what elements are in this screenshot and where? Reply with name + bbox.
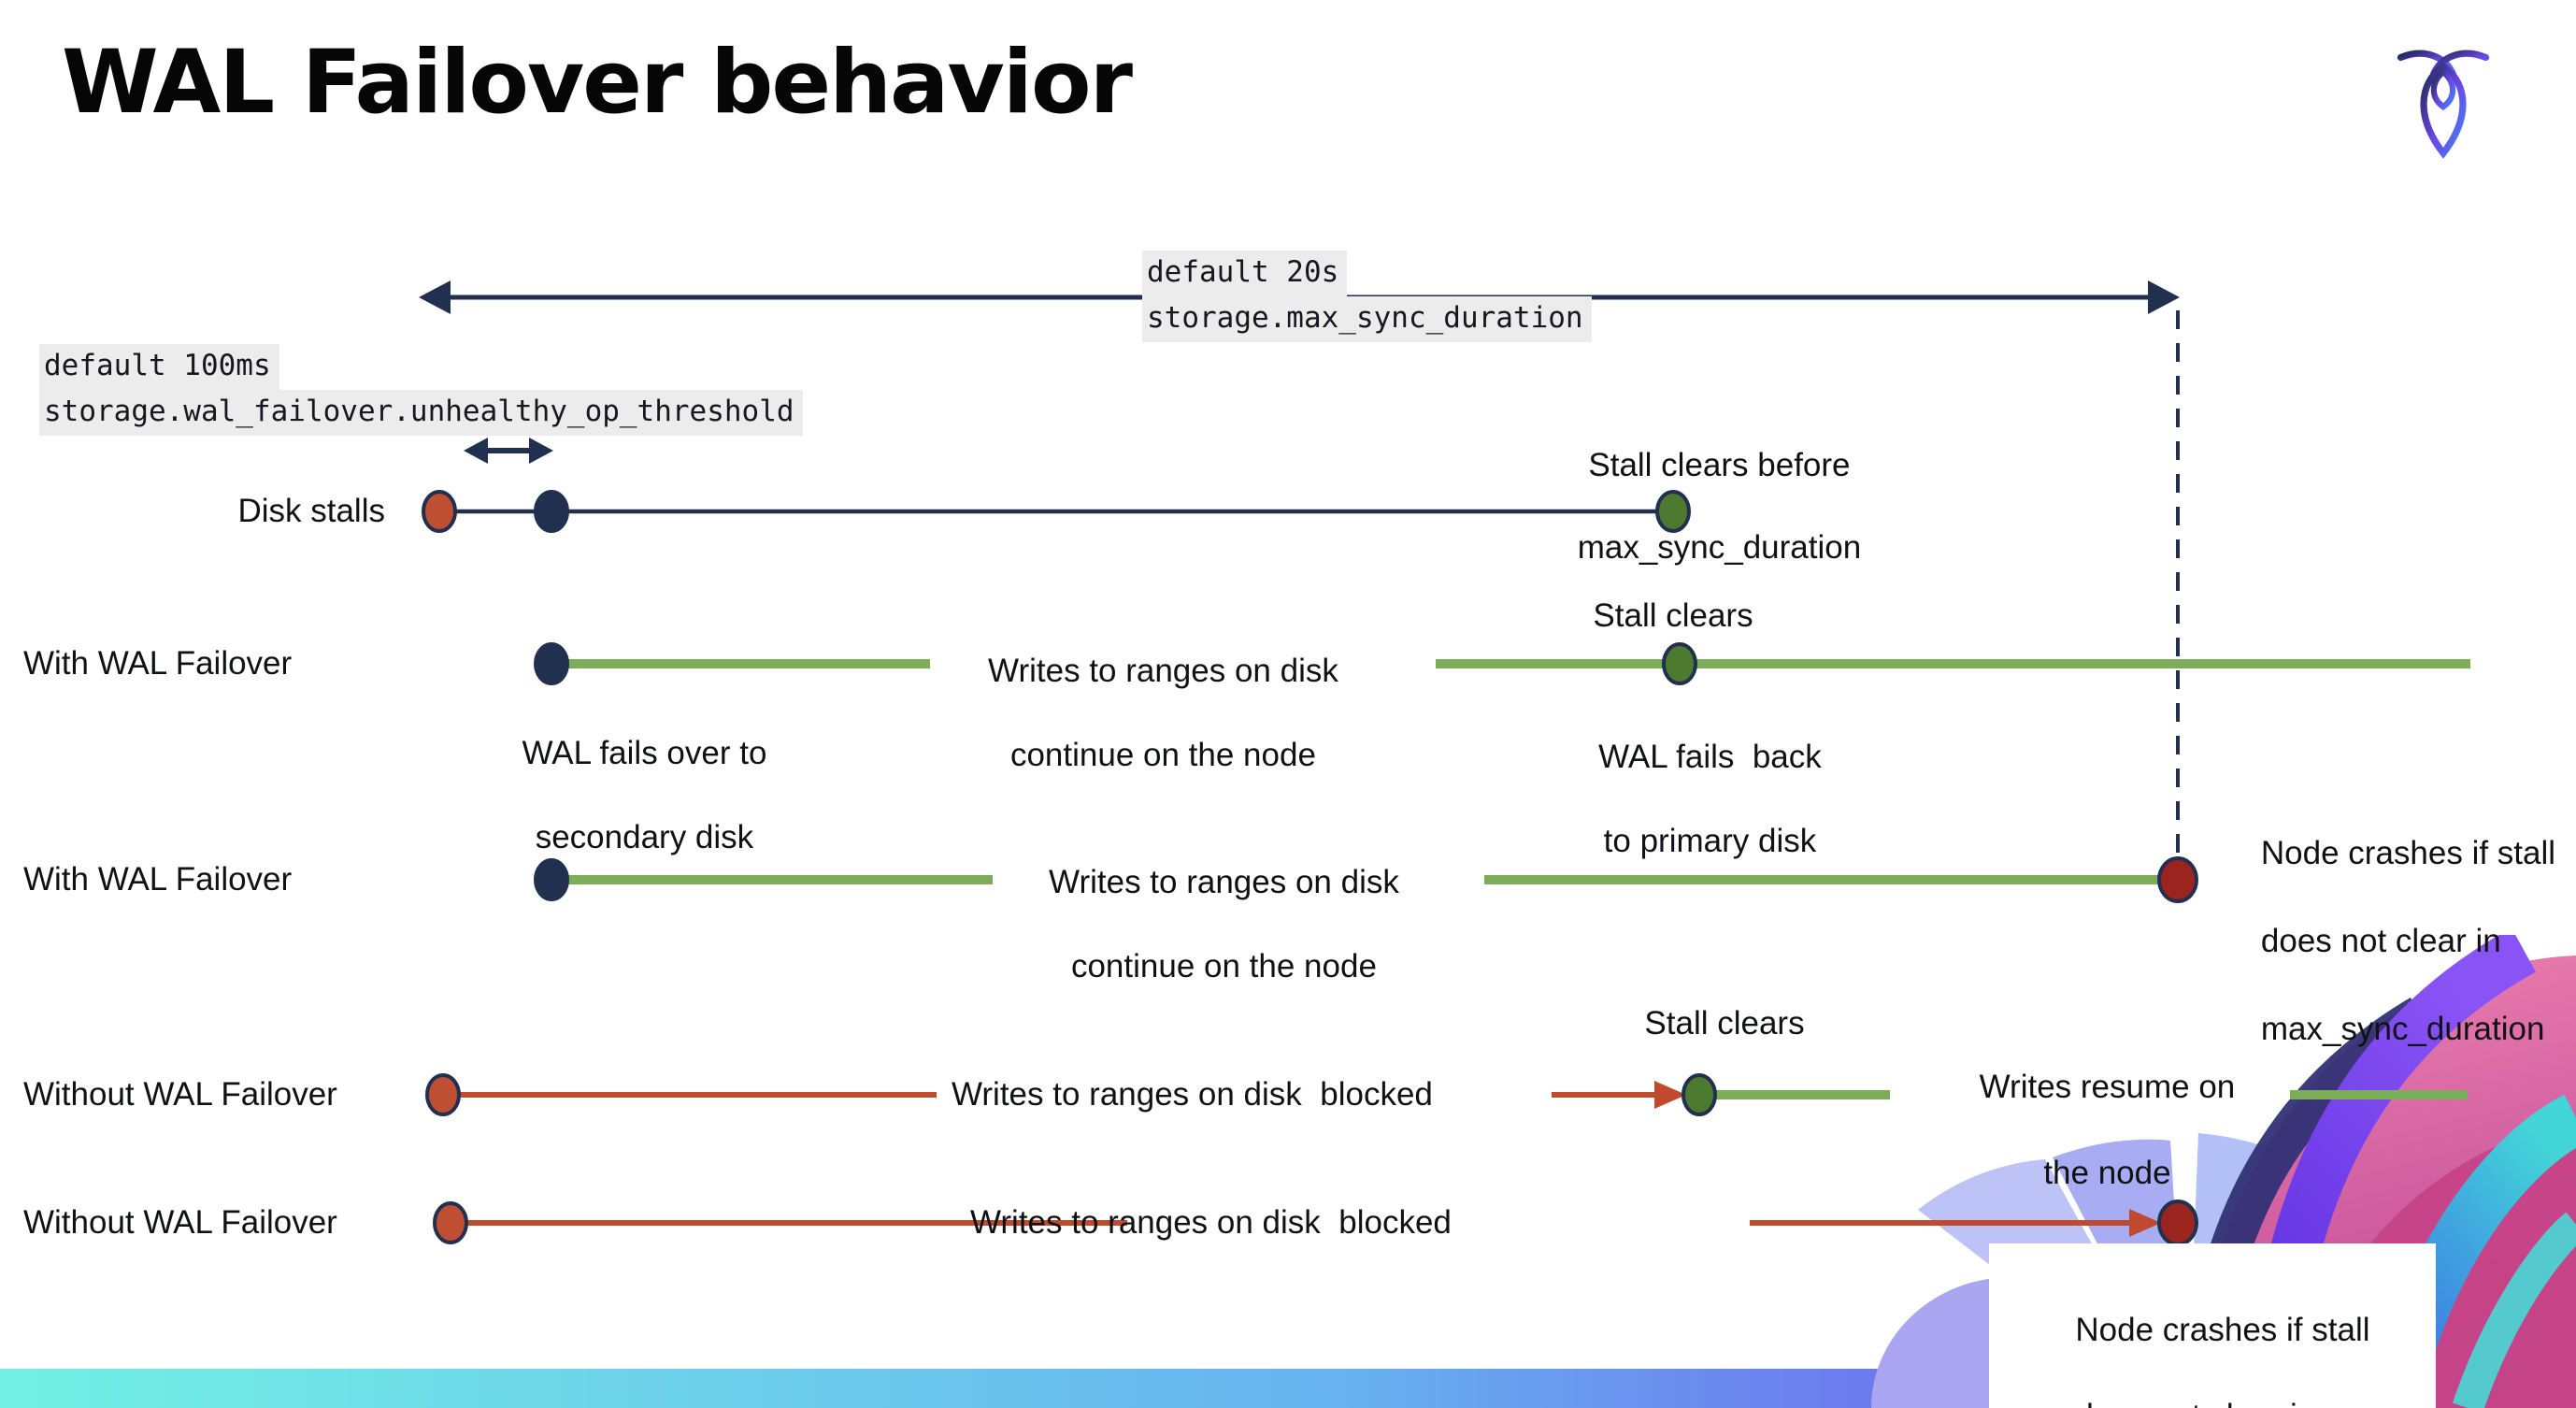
- row-label-disk-stalls: Disk stalls: [237, 493, 385, 529]
- annotation-line: WAL fails back: [1598, 739, 1822, 775]
- unhealthy-default-value: default 100ms: [39, 344, 279, 390]
- annotation-line: max_sync_duration: [1577, 529, 1862, 566]
- unhealthy-op-threshold-arrow: [464, 438, 553, 464]
- timeline-without-wal-failover-1: [425, 1073, 2468, 1116]
- annotation-line: continue on the node: [1009, 737, 1316, 773]
- cockroach-labs-logo-icon: [2397, 50, 2490, 159]
- annotation-node-crashes-row3: Node crashes if stall does not clear in …: [2225, 787, 2572, 1095]
- annotation-line: Node crashes if stall: [2075, 1312, 2370, 1348]
- failover-dot: [534, 858, 569, 901]
- row-label-without-wal-failover-1: Without WAL Failover: [23, 1076, 337, 1113]
- row-label-without-wal-failover-2: Without WAL Failover: [23, 1204, 337, 1241]
- annotation-writes-blocked-row4: Writes to ranges on disk blocked: [952, 1076, 1433, 1113]
- timeline-with-wal-failover-1: [534, 642, 2470, 685]
- annotation-line: to primary disk: [1603, 823, 1817, 859]
- red-arrowhead: [1654, 1081, 1686, 1109]
- annotation-line: Writes to ranges on disk: [1049, 864, 1399, 900]
- annotation-line: continue on the node: [1070, 948, 1377, 984]
- failover-dot: [534, 642, 569, 685]
- annotation-stall-clears-row2: Stall clears: [1593, 597, 1753, 634]
- annotation-writes-continue-row2: Writes to ranges on disk continue on the…: [925, 608, 1365, 818]
- annotation-stall-clears-row4: Stall clears: [1644, 1005, 1805, 1042]
- node-crashes-callout-box: Node crashes if stall does not clear in …: [1989, 1243, 2436, 1408]
- annotation-line: secondary disk: [535, 819, 754, 855]
- annotation-line: WAL fails over to: [522, 735, 767, 771]
- annotation-line: Stall clears before: [1588, 447, 1851, 483]
- stall-start-dot: [433, 1201, 468, 1244]
- max-sync-default-value: default 20s: [1142, 251, 1348, 296]
- annotation-wal-fails-back: WAL fails back to primary disk: [1542, 694, 1841, 904]
- max-sync-duration-label: default 20s storage.max_sync_duration: [1142, 251, 1592, 342]
- max-sync-setting-name: storage.max_sync_duration: [1142, 296, 1592, 342]
- node-crash-dot: [2157, 856, 2198, 903]
- annotation-writes-blocked-row5: Writes to ranges on disk blocked: [970, 1204, 1452, 1241]
- annotation-writes-resume: Writes resume on the node: [1935, 1023, 2243, 1238]
- annotation-line: the node: [2043, 1155, 2171, 1191]
- unhealthy-op-threshold-label: default 100ms storage.wal_failover.unhea…: [39, 344, 803, 436]
- annotation-node-crashes-row5: Node crashes if stall does not clear in …: [2021, 1266, 2436, 1408]
- red-arrowhead: [2129, 1209, 2161, 1237]
- stall-clears-dot: [1662, 642, 1697, 685]
- stall-clears-dot: [1682, 1073, 1717, 1116]
- annotation-wal-fails-over: WAL fails over to secondary disk: [467, 690, 785, 900]
- annotation-line: does not clear in: [2260, 923, 2501, 959]
- unhealthy-setting-name: storage.wal_failover.unhealthy_op_thresh…: [39, 390, 803, 436]
- annotation-line: Writes resume on: [1979, 1069, 2236, 1105]
- annotation-writes-continue-row3: Writes to ranges on disk continue on the…: [986, 819, 1425, 1029]
- stall-clears-dot: [1655, 490, 1691, 533]
- annotation-line: max_sync_duration: [2260, 1011, 2545, 1047]
- threshold-dot: [534, 490, 569, 533]
- row-label-with-wal-failover-2: With WAL Failover: [23, 861, 293, 898]
- annotation-line: Node crashes if stall: [2260, 835, 2556, 871]
- timeline-disk-stalls: [422, 490, 1691, 533]
- annotation-line: Writes to ranges on disk: [988, 653, 1338, 689]
- timeline-with-wal-failover-2: [534, 856, 2198, 903]
- annotation-stall-clears-before: Stall clears before max_sync_duration: [1496, 404, 1907, 610]
- page-title: WAL Failover behavior: [62, 32, 1133, 134]
- annotation-line: does not clear in: [2075, 1398, 2315, 1408]
- stall-start-dot: [425, 1073, 461, 1116]
- stall-start-dot: [422, 490, 457, 533]
- row-label-with-wal-failover-1: With WAL Failover: [23, 645, 293, 682]
